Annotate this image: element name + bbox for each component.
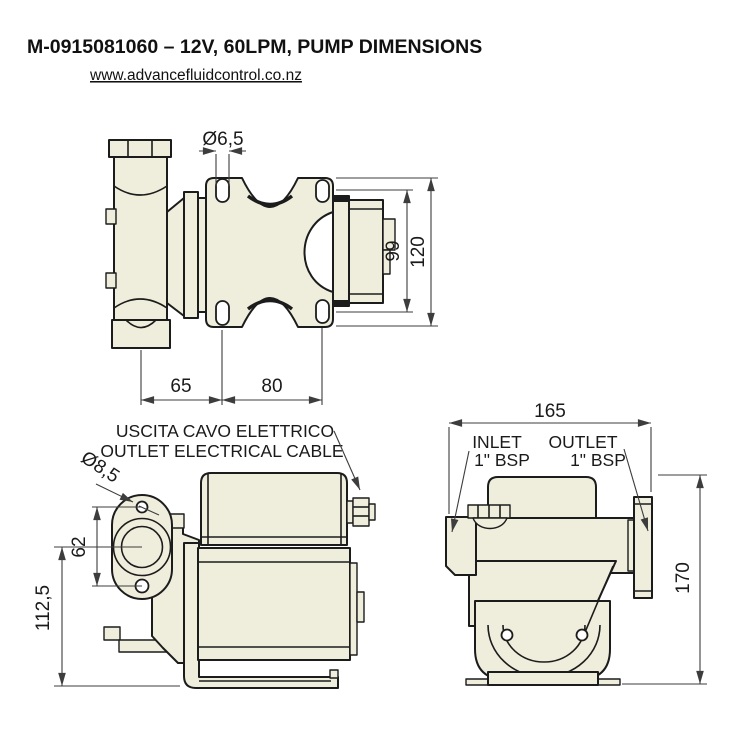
bolt-slot [315,299,330,324]
dim-99: 99 [383,240,404,261]
casing-bolt-hole [575,628,589,642]
label-outlet-size: 1" BSP [570,450,626,470]
dim-165: 165 [534,401,566,422]
dim-170: 170 [673,562,694,594]
motor-front-view [197,547,365,661]
label-cable-outlet-english: OUTLET ELECTRICAL CABLE [100,441,343,461]
dim-120: 120 [408,236,429,268]
pump-head-top-view [166,191,208,319]
label-outlet: OUTLET [548,432,617,452]
label-inlet: INLET [472,432,522,452]
dimension-heights: 99 120 [336,177,438,327]
label-cable-outlet-italian: USCITA CAVO ELETTRICO [116,421,334,441]
dimension-spans: 65 80 [140,328,323,405]
mounting-bracket-front-view [183,542,339,689]
front-view-drawing: USCITA CAVO ELETTRICO OUTLET ELECTRICAL … [33,421,376,689]
dimension-centre-height: 112,5 [33,546,180,687]
dim-hole-diameter-top: Ø6,5 [202,129,243,150]
top-view-drawing: Ø6,5 99 120 65 80 [105,129,438,405]
dimension-mount-hole: Ø6,5 [199,129,246,186]
dimension-height: 170 [622,474,707,685]
label-inlet-size: 1" BSP [474,450,530,470]
cable-outlet-callout: USCITA CAVO ELETTRICO OUTLET ELECTRICAL … [100,421,361,491]
page-title: M-0915081060 – 12V, 60LPM, PUMP DIMENSIO… [27,36,482,58]
dim-65: 65 [170,376,191,397]
motor-top-view [332,195,396,307]
motor-end-view [487,476,597,519]
outlet-callout: OUTLET 1" BSP [548,432,649,532]
volute-casing [468,560,617,681]
dim-112-5: 112,5 [33,585,54,631]
mounting-bracket [205,177,334,328]
end-view-drawing: 165 INLET 1" BSP OUTLET 1" BSP 170 [445,401,707,686]
inlet-pipe-top-view [105,139,172,349]
terminal-box [200,472,376,546]
base-plate [465,671,621,686]
website-link[interactable]: www.advancefluidcontrol.co.nz [89,67,302,84]
casing-bolt-hole [500,628,514,642]
bolt-slot [215,178,230,203]
dim-80: 80 [261,376,282,397]
dimension-width: 165 [448,401,652,514]
cable-gland [346,497,376,527]
outlet-port [627,496,653,599]
bolt-slot [215,300,230,326]
bolt-slot [315,179,330,203]
inlet-callout: INLET 1" BSP [450,432,530,533]
